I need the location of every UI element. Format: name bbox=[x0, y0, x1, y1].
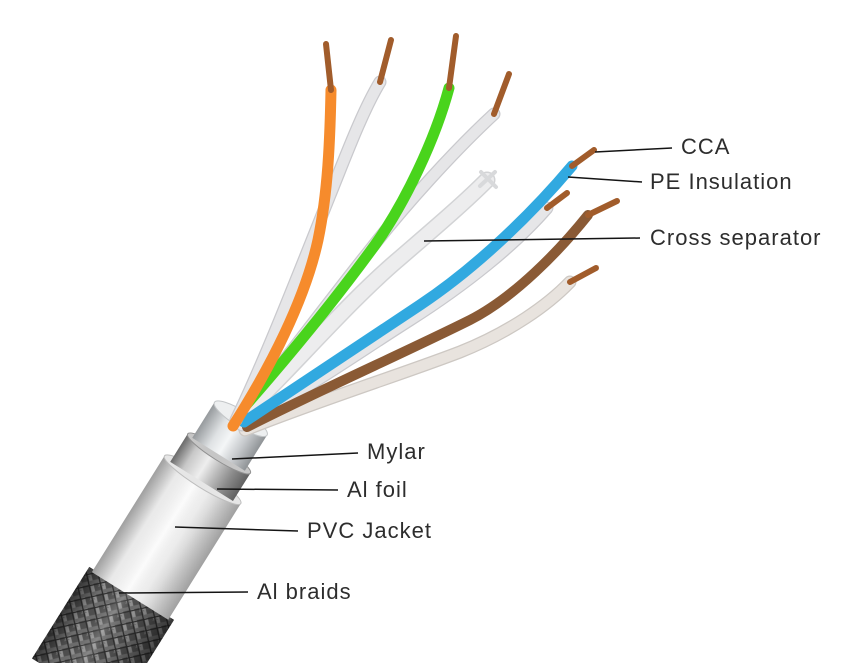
copper-tip-blue bbox=[569, 147, 597, 169]
label-mylar: Mylar bbox=[367, 439, 426, 464]
mylar-band bbox=[192, 402, 268, 471]
copper-tip-orange bbox=[323, 41, 334, 93]
leader-line-pe-insulation bbox=[567, 176, 643, 183]
leader-line-al-braids bbox=[118, 591, 249, 594]
leader-line-al-foil bbox=[216, 488, 339, 491]
label-cross-separator: Cross separator bbox=[650, 225, 822, 250]
label-pe-insulation: PE Insulation bbox=[650, 169, 793, 194]
copper-tip-green bbox=[446, 33, 459, 91]
label-cca: CCA bbox=[681, 134, 731, 159]
cross-separator-body bbox=[235, 173, 494, 423]
copper-tip-white-orange bbox=[377, 37, 394, 85]
al-braids-shading bbox=[31, 566, 175, 663]
label-al-braids: Al braids bbox=[257, 579, 352, 604]
copper-tip-brown bbox=[585, 198, 620, 218]
leader-line-mylar bbox=[231, 452, 359, 460]
wire-green bbox=[232, 82, 455, 420]
copper-tip-white-green bbox=[491, 71, 512, 117]
label-al-foil: Al foil bbox=[347, 477, 408, 502]
leader-line-cca bbox=[594, 147, 673, 153]
leader-line-pvc-jacket bbox=[174, 526, 299, 532]
wire-white-brown bbox=[239, 276, 576, 436]
wire-blue bbox=[238, 160, 578, 428]
label-pvc-jacket: PVC Jacket bbox=[307, 518, 432, 543]
wire-bundle bbox=[227, 33, 620, 437]
copper-tip-white-brown bbox=[567, 265, 599, 285]
leader-lines bbox=[118, 147, 673, 594]
pvc-jacket-shading bbox=[91, 455, 241, 620]
cable-body bbox=[31, 400, 268, 663]
copper-tip-white-blue bbox=[544, 190, 570, 211]
leader-line-cross-separator bbox=[423, 237, 641, 242]
wire-orange bbox=[227, 84, 337, 432]
al-foil-band bbox=[170, 432, 251, 502]
wire-brown bbox=[242, 210, 593, 432]
cross-separator-x-tip bbox=[478, 170, 498, 189]
